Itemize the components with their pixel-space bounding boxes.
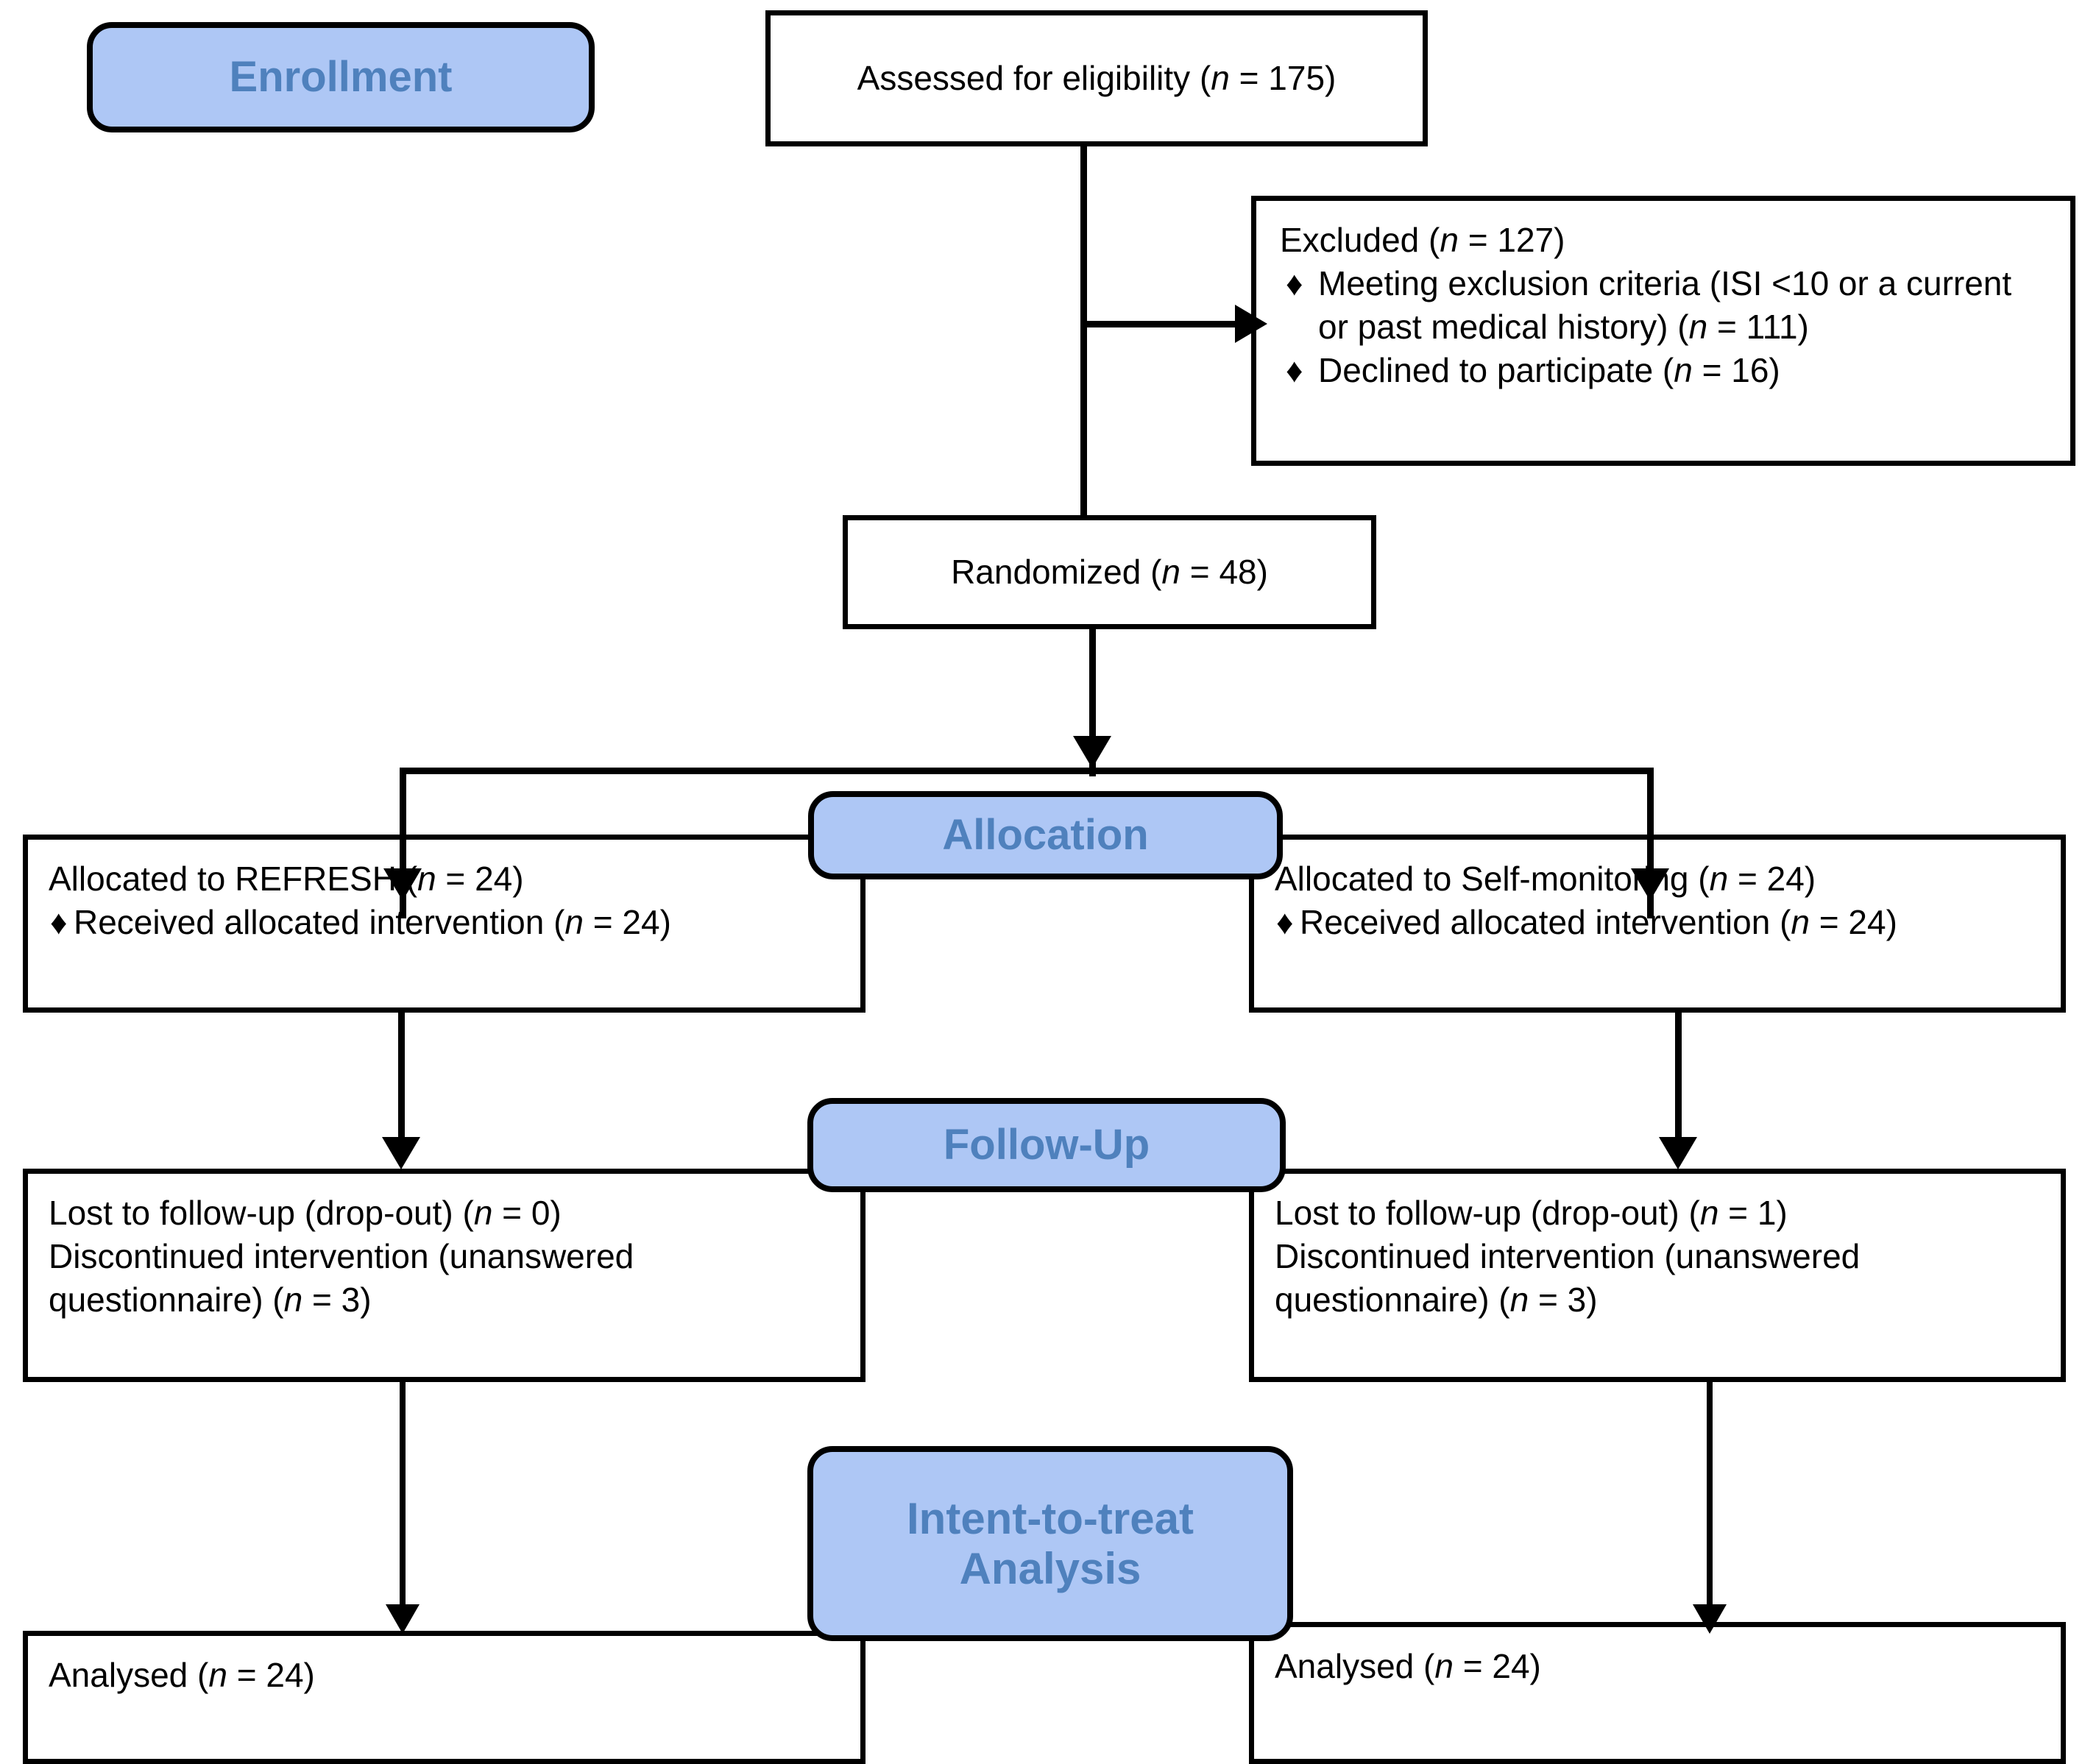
followup-right-line2-n: n [1509, 1280, 1529, 1319]
box-analysed-left: Analysed (n = 24) [23, 1631, 865, 1764]
box-excluded: Excluded (n = 127) ♦Meeting exclusion cr… [1251, 196, 2075, 466]
excluded-bullet-2-pre: Declined to participate ( [1318, 350, 1674, 389]
arrowhead-randomized-split [1073, 736, 1111, 768]
excluded-bullet-1: ♦ Meeting exclusion criteria (ISI <10 or … [1280, 262, 2047, 349]
assessed-n: n [1211, 59, 1230, 98]
diamond-bullet-icon: ♦ [1276, 902, 1294, 941]
excluded-bullet-1-pre: Meeting exclusion criteria (ISI <10 or a… [1318, 263, 2012, 346]
analysed-right-pre: Analysed ( [1275, 1647, 1435, 1685]
followup-left-line1-n: n [473, 1194, 493, 1232]
excluded-heading-post: = 127) [1458, 221, 1565, 259]
arrowhead-analysed-right [1693, 1604, 1727, 1634]
randomized-text: Randomized (n = 48) [951, 550, 1268, 594]
analysed-left-n: n [208, 1656, 227, 1694]
randomized-n: n [1161, 553, 1181, 592]
analysed-left-text: Analysed (n = 24) [49, 1654, 840, 1697]
connector-to-excluded [1080, 321, 1244, 327]
connector-followup-left-to-analysed [400, 1382, 406, 1614]
alloc-left-bullet-n: n [564, 902, 584, 941]
alloc-right-bullet-post: = 24) [1809, 902, 1897, 941]
followup-left-line2: Discontinued intervention (unanswered qu… [49, 1235, 840, 1322]
alloc-right-bullet: ♦Received allocated intervention (n = 24… [1275, 901, 2040, 944]
alloc-left-heading: Allocated to REFRESH (n = 24) [49, 857, 840, 901]
stage-label-intent-to-treat-analysis: Intent-to-treat Analysis [807, 1446, 1293, 1641]
stage-label-follow-up: Follow-Up [807, 1098, 1286, 1192]
alloc-left-bullet: ♦Received allocated intervention (n = 24… [49, 901, 840, 944]
box-followup-left: Lost to follow-up (drop-out) (n = 0) Dis… [23, 1169, 865, 1382]
arrowhead-allocation-left [383, 868, 422, 901]
excluded-bullet-2-n: n [1674, 350, 1693, 389]
excluded-bullet-1-n: n [1688, 307, 1708, 346]
analysed-left-pre: Analysed ( [49, 1656, 209, 1694]
analysed-right-text: Analysed (n = 24) [1275, 1645, 2040, 1688]
alloc-right-bullet-n: n [1791, 902, 1810, 941]
assessed-text-post: = 175) [1229, 59, 1337, 98]
stage-label-analysis-line2: Analysis [959, 1543, 1141, 1593]
followup-right-line1: Lost to follow-up (drop-out) (n = 1) [1275, 1191, 2040, 1235]
followup-left-line2-n: n [283, 1280, 303, 1319]
box-assessed-for-eligibility: Assessed for eligibility (n = 175) [765, 10, 1428, 146]
stage-label-analysis-line1: Intent-to-treat [907, 1494, 1194, 1544]
assessed-text: Assessed for eligibility (n = 175) [857, 57, 1337, 100]
excluded-heading-pre: Excluded ( [1280, 221, 1440, 259]
randomized-text-pre: Randomized ( [951, 553, 1162, 592]
alloc-right-bullet-pre: Received allocated intervention ( [1300, 902, 1791, 941]
connector-split-left [400, 768, 406, 918]
box-allocated-self-monitoring: Allocated to Self-monitoring (n = 24) ♦R… [1249, 835, 2066, 1013]
alloc-left-bullet-pre: Received allocated intervention ( [74, 902, 565, 941]
followup-right-line1-post: = 1) [1718, 1194, 1788, 1232]
alloc-right-heading-n: n [1709, 860, 1729, 898]
followup-left-line1-pre: Lost to follow-up (drop-out) ( [49, 1194, 474, 1232]
randomized-text-post: = 48) [1180, 553, 1268, 592]
followup-right-line2-pre: Discontinued intervention (unanswered qu… [1275, 1236, 1861, 1319]
excluded-heading-n: n [1440, 221, 1459, 259]
excluded-bullet-1-post: = 111) [1707, 307, 1809, 346]
box-analysed-right: Analysed (n = 24) [1249, 1622, 2066, 1764]
followup-left-line1-post: = 0) [492, 1194, 562, 1232]
stage-label-enrollment-text: Enrollment [229, 52, 453, 101]
box-followup-right: Lost to follow-up (drop-out) (n = 1) Dis… [1249, 1169, 2066, 1382]
followup-right-line2-post: = 3) [1529, 1280, 1598, 1319]
excluded-bullet-2-post: = 16) [1692, 350, 1780, 389]
diamond-bullet-icon: ♦ [50, 902, 68, 941]
split-bar-allocation [400, 768, 1654, 774]
assessed-text-pre: Assessed for eligibility ( [857, 59, 1211, 98]
stage-label-allocation: Allocation [808, 791, 1283, 879]
arrowhead-followup-right [1659, 1137, 1697, 1169]
analysed-left-post: = 24) [227, 1656, 315, 1694]
alloc-left-bullet-post: = 24) [583, 902, 671, 941]
stage-label-follow-up-text: Follow-Up [943, 1120, 1150, 1169]
followup-left-line2-post: = 3) [302, 1280, 372, 1319]
followup-left-line1: Lost to follow-up (drop-out) (n = 0) [49, 1191, 840, 1235]
diamond-bullet-icon: ♦ [1286, 350, 1303, 389]
arrowhead-analysed-left [386, 1604, 420, 1634]
alloc-left-heading-pre: Allocated to REFRESH ( [49, 860, 418, 898]
followup-left-line2-pre: Discontinued intervention (unanswered qu… [49, 1236, 634, 1319]
excluded-heading: Excluded (n = 127) [1280, 219, 2047, 262]
alloc-right-heading-post: = 24) [1728, 860, 1816, 898]
followup-right-line1-n: n [1699, 1194, 1719, 1232]
analysed-right-post: = 24) [1453, 1647, 1541, 1685]
connector-assessed-to-randomized [1080, 146, 1087, 518]
box-allocated-refresh: Allocated to REFRESH (n = 24) ♦Received … [23, 835, 865, 1013]
analysed-right-n: n [1434, 1647, 1454, 1685]
stage-label-enrollment: Enrollment [87, 22, 595, 132]
connector-randomized-stem [1089, 629, 1096, 776]
connector-split-right [1647, 768, 1654, 918]
excluded-bullet-2: ♦ Declined to participate (n = 16) [1280, 349, 2047, 392]
followup-right-line2: Discontinued intervention (unanswered qu… [1275, 1235, 2040, 1322]
arrowhead-to-excluded [1235, 305, 1267, 343]
connector-followup-right-to-analysed [1707, 1382, 1713, 1614]
stage-label-allocation-text: Allocation [942, 810, 1149, 859]
connector-alloc-right-to-followup [1675, 1013, 1682, 1145]
connector-alloc-left-to-followup [398, 1013, 405, 1145]
arrowhead-allocation-right [1631, 868, 1669, 901]
arrowhead-followup-left [382, 1137, 420, 1169]
diamond-bullet-icon: ♦ [1286, 263, 1303, 302]
followup-right-line1-pre: Lost to follow-up (drop-out) ( [1275, 1194, 1700, 1232]
box-randomized: Randomized (n = 48) [843, 515, 1376, 629]
alloc-left-heading-post: = 24) [436, 860, 524, 898]
